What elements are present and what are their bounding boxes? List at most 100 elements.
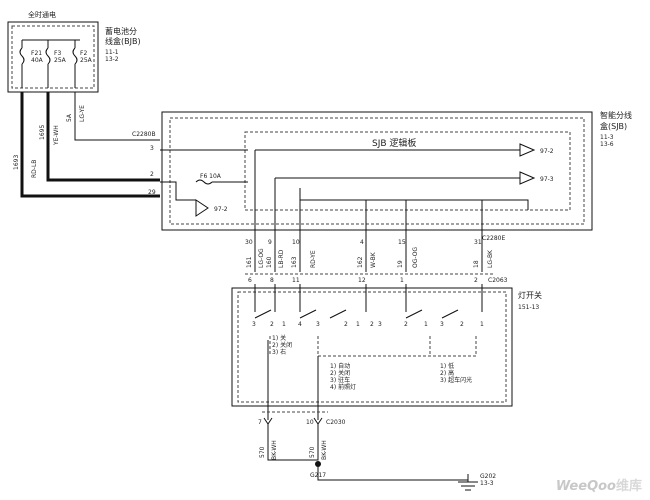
relay-driver-symbol xyxy=(195,199,209,217)
bjb-title-line2: 线盒(BJB) xyxy=(105,36,141,46)
switch-contact-number: 3 xyxy=(378,321,382,328)
pin-number-top: 10 xyxy=(292,239,300,246)
pin-number-top: 4 xyxy=(360,239,364,246)
wire-1695 xyxy=(46,92,160,182)
switch-position-mid: 2) 关闭 xyxy=(330,369,350,377)
pin-number-bottom: 1 xyxy=(400,277,404,284)
switch-contact-number: 1 xyxy=(480,321,484,328)
fuse-rating: 25A xyxy=(54,57,67,64)
switch-contact-number: 2 xyxy=(270,321,274,328)
logic-bus-line xyxy=(300,199,529,210)
fuse-rating: 25A xyxy=(80,57,93,64)
fuse-id: F3 xyxy=(54,50,61,57)
wire-5a-circuit: 5A xyxy=(66,113,73,122)
wire-5a xyxy=(74,92,160,141)
sjb-fuse-label: F6 10A xyxy=(200,173,222,180)
wire-1695-color: YE-WH xyxy=(53,125,60,146)
switch-position-left: 2) 关闭 xyxy=(272,341,292,349)
bjb-ref-1: 11-1 xyxy=(105,49,119,56)
connector-c2063-label: C2063 xyxy=(488,277,508,284)
ground-color: BK-WH xyxy=(321,440,328,460)
switch-feed-lines xyxy=(254,284,483,312)
pin-number-top: 15 xyxy=(398,239,406,246)
sjb-pin: 3 xyxy=(150,145,154,152)
pin-number-bottom: 6 xyxy=(248,277,252,284)
watermark-brand: WeeQoo xyxy=(555,479,616,494)
pin-number-bottom: 2 xyxy=(474,277,478,284)
circuit-number: 162 xyxy=(357,256,364,268)
pin-number-top: 30 xyxy=(245,239,253,246)
fuse-f2-symbol xyxy=(72,47,78,65)
circuit-color: LB-RD xyxy=(278,249,285,268)
switch-contact-number: 4 xyxy=(298,321,302,328)
fuse-f3-symbol xyxy=(45,47,51,65)
pin-number-bottom: 8 xyxy=(270,277,274,284)
sjb-title-line1: 智能分线 xyxy=(600,110,632,120)
switch-contact-number: 1 xyxy=(282,321,286,328)
switch-contact-number: 3 xyxy=(440,321,444,328)
switch-contact-number: 1 xyxy=(424,321,428,328)
logic-output-symbol xyxy=(519,171,536,185)
switch-contact-number: 2 xyxy=(370,321,374,328)
switch-position-mid: 1) 自动 xyxy=(330,362,350,370)
ground-color: BK-WH xyxy=(271,440,278,460)
switch-contact-number: 2 xyxy=(404,321,408,328)
watermark: WeeQoo维库 xyxy=(556,475,642,494)
switch-position-right: 1) 低 xyxy=(440,362,454,370)
sjb-out-ref: 97-3 xyxy=(540,176,554,183)
wire-1693-circuit: 1693 xyxy=(13,155,20,170)
wire-5a-color: LG-YE xyxy=(79,105,86,122)
circuit-color: LG-BK xyxy=(487,249,494,268)
sjb-pin: 2 xyxy=(150,171,154,178)
switch-position-left: 3) 右 xyxy=(272,348,286,356)
internal-fuse-wire xyxy=(160,181,196,201)
sjb-connector-top: C2280B xyxy=(132,131,156,138)
ground-ref: 13-3 xyxy=(480,480,494,487)
switch-position-right: 3) 超车闪光 xyxy=(440,376,472,384)
fuse-rating: 40A xyxy=(31,57,44,64)
light-switch-inner-box xyxy=(237,291,507,403)
hot-at-all-times-label: 全时通电 xyxy=(28,10,56,19)
circuit-color: W-BK xyxy=(370,251,377,268)
fuse-id: F21 xyxy=(31,50,42,57)
connector-c2030-label: C2030 xyxy=(326,419,346,426)
ground-feed-lines xyxy=(267,340,319,420)
circuit-161-line xyxy=(254,149,500,272)
switch-linkage-lines xyxy=(269,336,477,357)
fuse-f21-symbol xyxy=(19,47,25,65)
logic-output-symbol xyxy=(519,143,536,157)
ground-wire-570 xyxy=(267,424,319,461)
circuit-number: 19 xyxy=(397,260,404,268)
sjb-out-ref: 97-2 xyxy=(540,148,554,155)
circuit-160-line xyxy=(274,177,500,272)
bjb-title-line1: 蓄电池分 xyxy=(105,26,137,36)
light-switch-ref: 151-13 xyxy=(518,304,539,311)
sjb-outer-box xyxy=(161,111,593,231)
wire-1695-circuit: 1695 xyxy=(39,125,46,140)
pin-number-bottom: 12 xyxy=(358,277,366,284)
wire-1693-color: RD-LB xyxy=(31,160,38,178)
light-switch-title: 灯开关 xyxy=(518,290,542,300)
fuse-id: F2 xyxy=(80,50,87,57)
light-switch-outer-box xyxy=(231,287,513,407)
switch-position-mid: 4) 前照灯 xyxy=(330,383,356,391)
sjb-connector-bottom: C2280E xyxy=(482,235,505,242)
bjb-inner-box xyxy=(11,25,95,89)
bjb-ref-2: 13-2 xyxy=(105,56,119,63)
logic-board-title: SJB 逻辑板 xyxy=(372,137,416,149)
switch-blades xyxy=(254,309,459,319)
ground-pin-left: 7 xyxy=(258,419,262,426)
switch-contact-number: 2 xyxy=(344,321,348,328)
switch-position-right: 2) 高 xyxy=(440,369,454,377)
circuit-number: 163 xyxy=(291,256,298,268)
wire-1693 xyxy=(20,92,160,198)
ground-circuit: 570 xyxy=(309,446,316,458)
switch-contact-number: 3 xyxy=(252,321,256,328)
switch-position-mid: 3) 驻车 xyxy=(330,376,350,384)
sjb-fuse-f6-symbol xyxy=(195,179,213,185)
pin-number-top: 9 xyxy=(268,239,272,246)
circuit-color: LG-OG xyxy=(258,248,265,268)
switch-contact-number: 1 xyxy=(356,321,360,328)
sjb-inner-box xyxy=(169,117,585,225)
